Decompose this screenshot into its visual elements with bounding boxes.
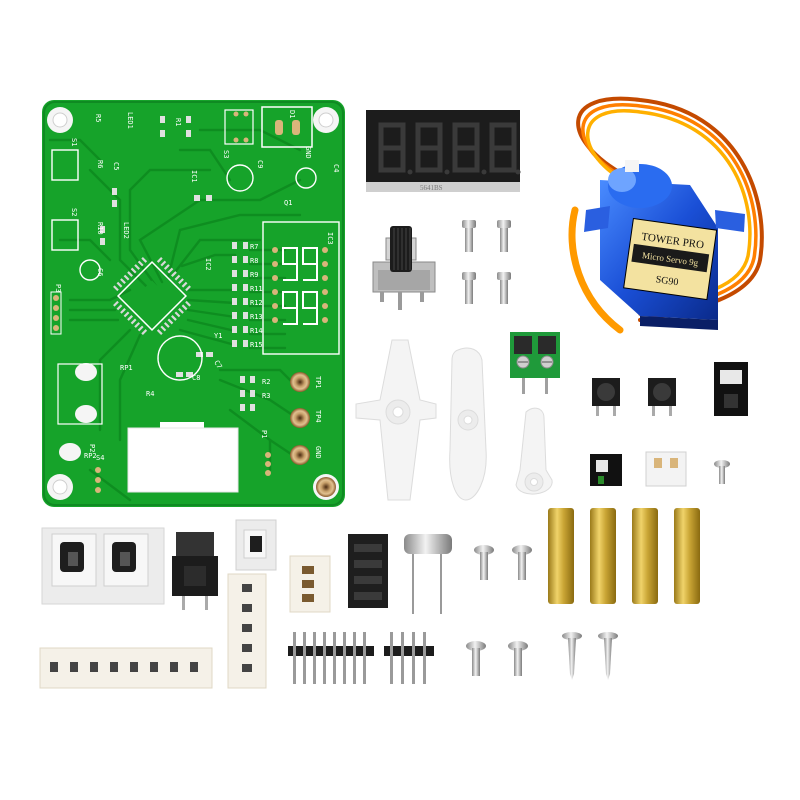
- silk-r7: R7: [250, 243, 258, 251]
- silk-y1: Y1: [214, 332, 222, 340]
- pin-header: [288, 632, 434, 684]
- connector-socket: [590, 362, 748, 486]
- silk-c5: C5: [112, 162, 120, 170]
- silk-r9: R9: [250, 271, 258, 279]
- slide-switch: [41, 527, 165, 605]
- display-footprint: [262, 221, 340, 355]
- smd-pads: [100, 116, 255, 411]
- rivet: [462, 220, 511, 304]
- silk-c4: C4: [332, 164, 340, 172]
- silk-s2: S2: [70, 208, 78, 216]
- display-part-number: 5641BS: [420, 184, 443, 192]
- silk-c8: C8: [192, 374, 200, 382]
- servo-motor: TOWER PRO Micro Servo 9g SG90: [568, 96, 764, 334]
- crystal-oscillator: [404, 534, 452, 614]
- silk-s4: S4: [96, 454, 104, 462]
- terminal-block: [510, 332, 560, 394]
- screw: [466, 545, 618, 680]
- silk-ic3: IC3: [326, 232, 334, 245]
- silk-r3: R3: [262, 392, 270, 400]
- silk-c9: C9: [256, 160, 264, 168]
- silk-s3: S3: [222, 150, 230, 158]
- silk-led1: LED1: [126, 112, 134, 129]
- silk-r14: R14: [250, 327, 263, 335]
- silk-gnd-top: GND: [304, 146, 312, 159]
- silk-ic2: IC2: [204, 258, 212, 271]
- silk-c6: C6: [96, 268, 104, 276]
- silk-s1: S1: [70, 138, 78, 146]
- silk-q1: Q1: [284, 199, 292, 207]
- jst-connector: [645, 451, 687, 487]
- silk-r12: R12: [250, 299, 263, 307]
- silk-tp4: TP4: [314, 410, 322, 423]
- silk-led2: LED2: [122, 222, 130, 239]
- pcb-board: IC1 IC2 IC3 C4 C5 C6 C7 C8 C9 R1 R2 R3 R…: [42, 100, 345, 507]
- silk-c7: C7: [212, 359, 223, 370]
- mcu-footprint: [113, 257, 191, 335]
- test-point: [290, 372, 336, 497]
- silk-r4: R4: [146, 390, 154, 398]
- silk-d1: D1: [288, 110, 296, 118]
- servo-model: SG90: [655, 274, 679, 288]
- brass-standoff: [548, 508, 700, 604]
- silk-r5: R5: [94, 114, 102, 122]
- silk-p1: P1: [260, 430, 268, 438]
- seven-segment-display: 5641BS: [366, 110, 521, 192]
- push-switch: [172, 532, 218, 610]
- silk-rp2: RP2: [84, 452, 97, 460]
- potentiometer: [372, 226, 436, 310]
- silk-r10: R10: [96, 222, 104, 235]
- dip-switch: [235, 519, 277, 571]
- silk-r11: R11: [250, 285, 263, 293]
- small-screw: [714, 460, 730, 484]
- board-cutout: [127, 422, 239, 493]
- silk-r13: R13: [250, 313, 263, 321]
- silk-ic1: IC1: [190, 170, 198, 183]
- silk-rp1: RP1: [120, 364, 133, 372]
- silk-r2: R2: [262, 378, 270, 386]
- ic-socket: [348, 534, 388, 608]
- silk-r15: R15: [250, 341, 263, 349]
- silk-r8: R8: [250, 257, 258, 265]
- silk-gnd: GND: [314, 446, 322, 459]
- smd-resistor-tape: [39, 555, 331, 689]
- tactile-switch: [592, 378, 676, 416]
- silk-p3: P3: [54, 284, 62, 292]
- servo-horn: [355, 339, 553, 501]
- silk-p2: P2: [88, 444, 96, 452]
- silk-r6: R6: [96, 160, 104, 168]
- silk-r1: R1: [174, 118, 182, 126]
- silk-tp1: TP1: [314, 376, 322, 389]
